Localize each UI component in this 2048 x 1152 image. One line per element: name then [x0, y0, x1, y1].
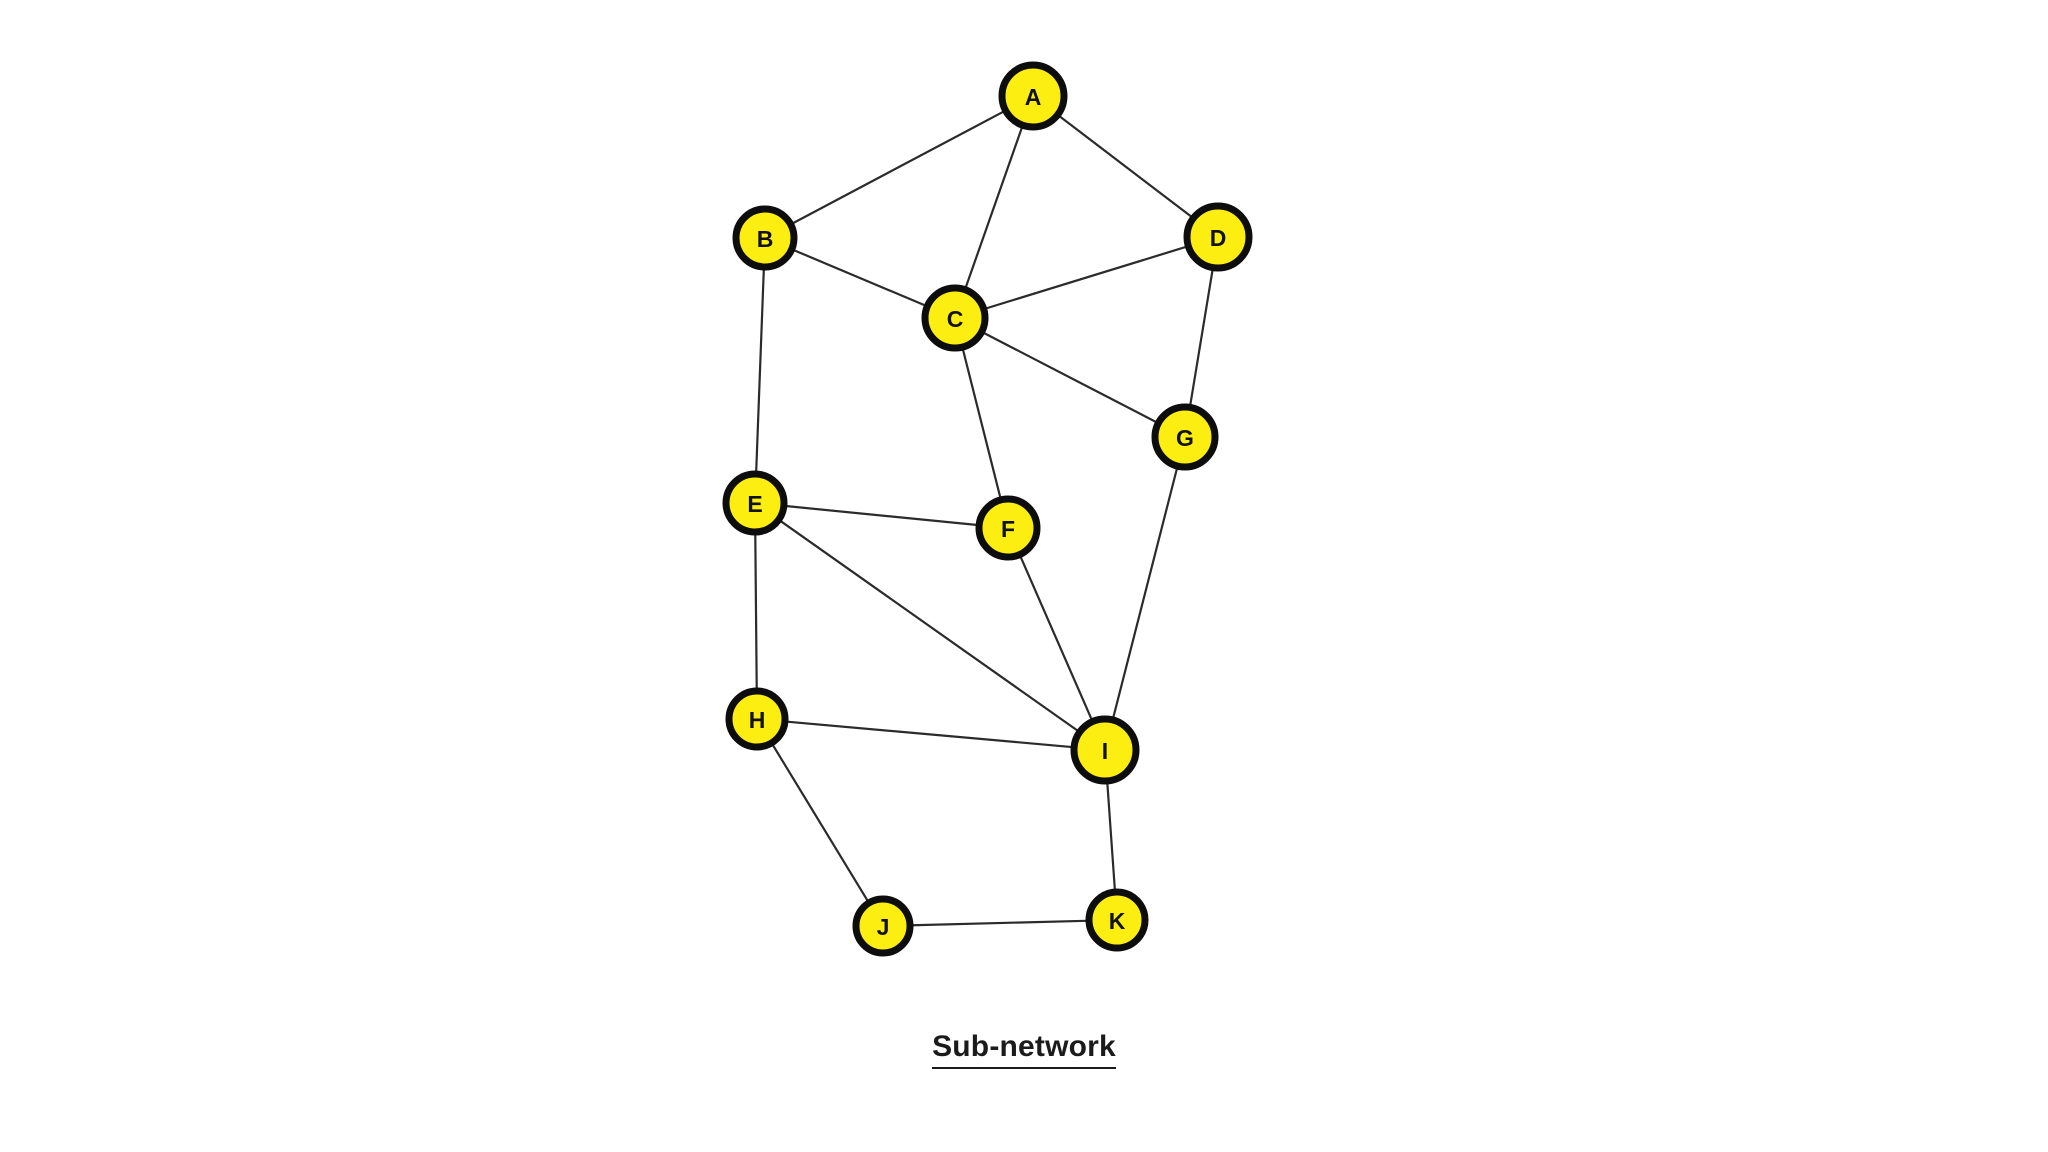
node-e[interactable]: E — [722, 470, 788, 536]
node-a[interactable]: A — [998, 61, 1068, 131]
edge-b-c — [788, 247, 931, 309]
node-circle-d[interactable] — [1183, 202, 1253, 272]
node-b[interactable]: B — [732, 205, 798, 271]
node-circle-j[interactable] — [852, 895, 914, 957]
edge-e-h — [754, 528, 758, 695]
edge-g-i — [1111, 463, 1180, 724]
node-circle-a[interactable] — [998, 61, 1068, 131]
edge-e-i — [775, 517, 1083, 735]
node-c[interactable]: C — [921, 284, 989, 352]
node-j[interactable]: J — [852, 895, 914, 957]
node-circle-g[interactable] — [1151, 403, 1219, 471]
edge-h-j — [769, 740, 872, 906]
node-circle-i[interactable] — [1070, 715, 1140, 785]
edge-e-f — [780, 504, 983, 527]
edges-layer — [754, 108, 1215, 927]
node-d[interactable]: D — [1183, 202, 1253, 272]
edge-a-c — [963, 122, 1025, 293]
edge-c-f — [960, 344, 1003, 503]
diagram-caption-text: Sub-network — [932, 1030, 1116, 1069]
node-circle-h[interactable] — [725, 687, 789, 751]
edge-f-i — [1017, 551, 1095, 725]
edge-c-d — [980, 244, 1192, 311]
edge-b-e — [754, 263, 766, 478]
diagram-caption: Sub-network — [0, 1030, 2048, 1069]
edge-d-g — [1188, 264, 1215, 411]
node-circle-b[interactable] — [732, 205, 798, 271]
node-f[interactable]: F — [975, 495, 1041, 561]
edge-a-b — [787, 108, 1009, 227]
edge-a-d — [1054, 112, 1197, 221]
node-circle-f[interactable] — [975, 495, 1041, 561]
node-h[interactable]: H — [725, 687, 789, 751]
node-circle-e[interactable] — [722, 470, 788, 536]
edge-j-k — [906, 919, 1093, 927]
node-circle-c[interactable] — [921, 284, 989, 352]
edge-c-g — [978, 329, 1162, 426]
node-k[interactable]: K — [1085, 888, 1149, 952]
node-circle-k[interactable] — [1085, 888, 1149, 952]
edge-i-k — [1105, 777, 1117, 896]
node-i[interactable]: I — [1070, 715, 1140, 785]
nodes-layer: A B C D E F G H I J K — [722, 61, 1253, 957]
edge-h-i — [781, 720, 1078, 749]
node-g[interactable]: G — [1151, 403, 1219, 471]
